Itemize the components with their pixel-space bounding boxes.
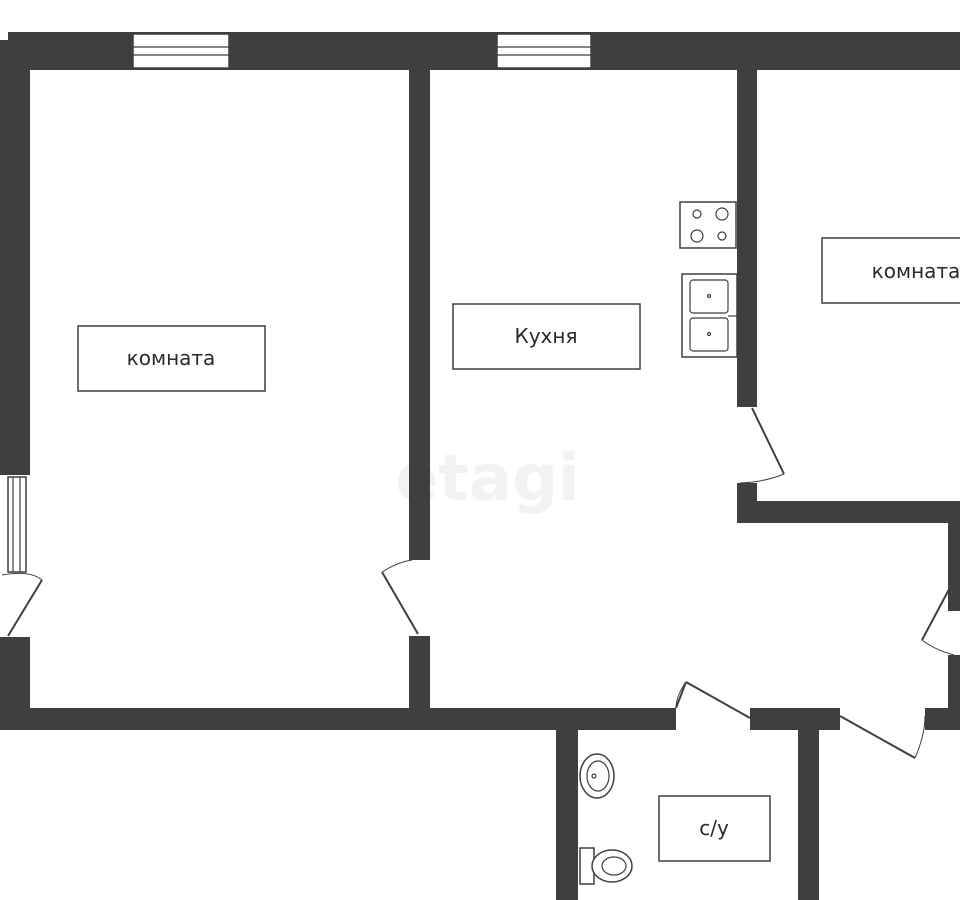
room-left-label: комната (127, 346, 216, 370)
door-bathroom (675, 681, 751, 719)
partition-kitchen-room (737, 60, 960, 715)
label-room-left: комната (77, 325, 266, 392)
sink-icon (681, 273, 740, 358)
label-room-right: комната (821, 237, 960, 304)
door-left-exterior (1, 572, 43, 637)
bathroom-walls (556, 730, 819, 900)
stove-icon (679, 201, 737, 249)
kitchen-label: Кухня (515, 324, 578, 348)
bottom-wall (0, 708, 960, 730)
partition-room-kitchen (409, 60, 430, 728)
toilet-icon (579, 847, 633, 885)
bathroom-label: с/у (699, 816, 729, 840)
label-bathroom: с/у (658, 795, 771, 862)
door-left-room (381, 559, 419, 635)
door-corridor (839, 715, 926, 759)
window-left-wall (7, 476, 27, 573)
window-left-room (132, 33, 230, 69)
door-right-room (739, 407, 785, 484)
washbasin-icon (579, 753, 615, 799)
label-kitchen: Кухня (452, 303, 641, 370)
door-right-corridor (921, 579, 955, 656)
room-right-label: комната (872, 259, 960, 283)
left-wall (0, 40, 30, 730)
window-kitchen (496, 33, 592, 69)
